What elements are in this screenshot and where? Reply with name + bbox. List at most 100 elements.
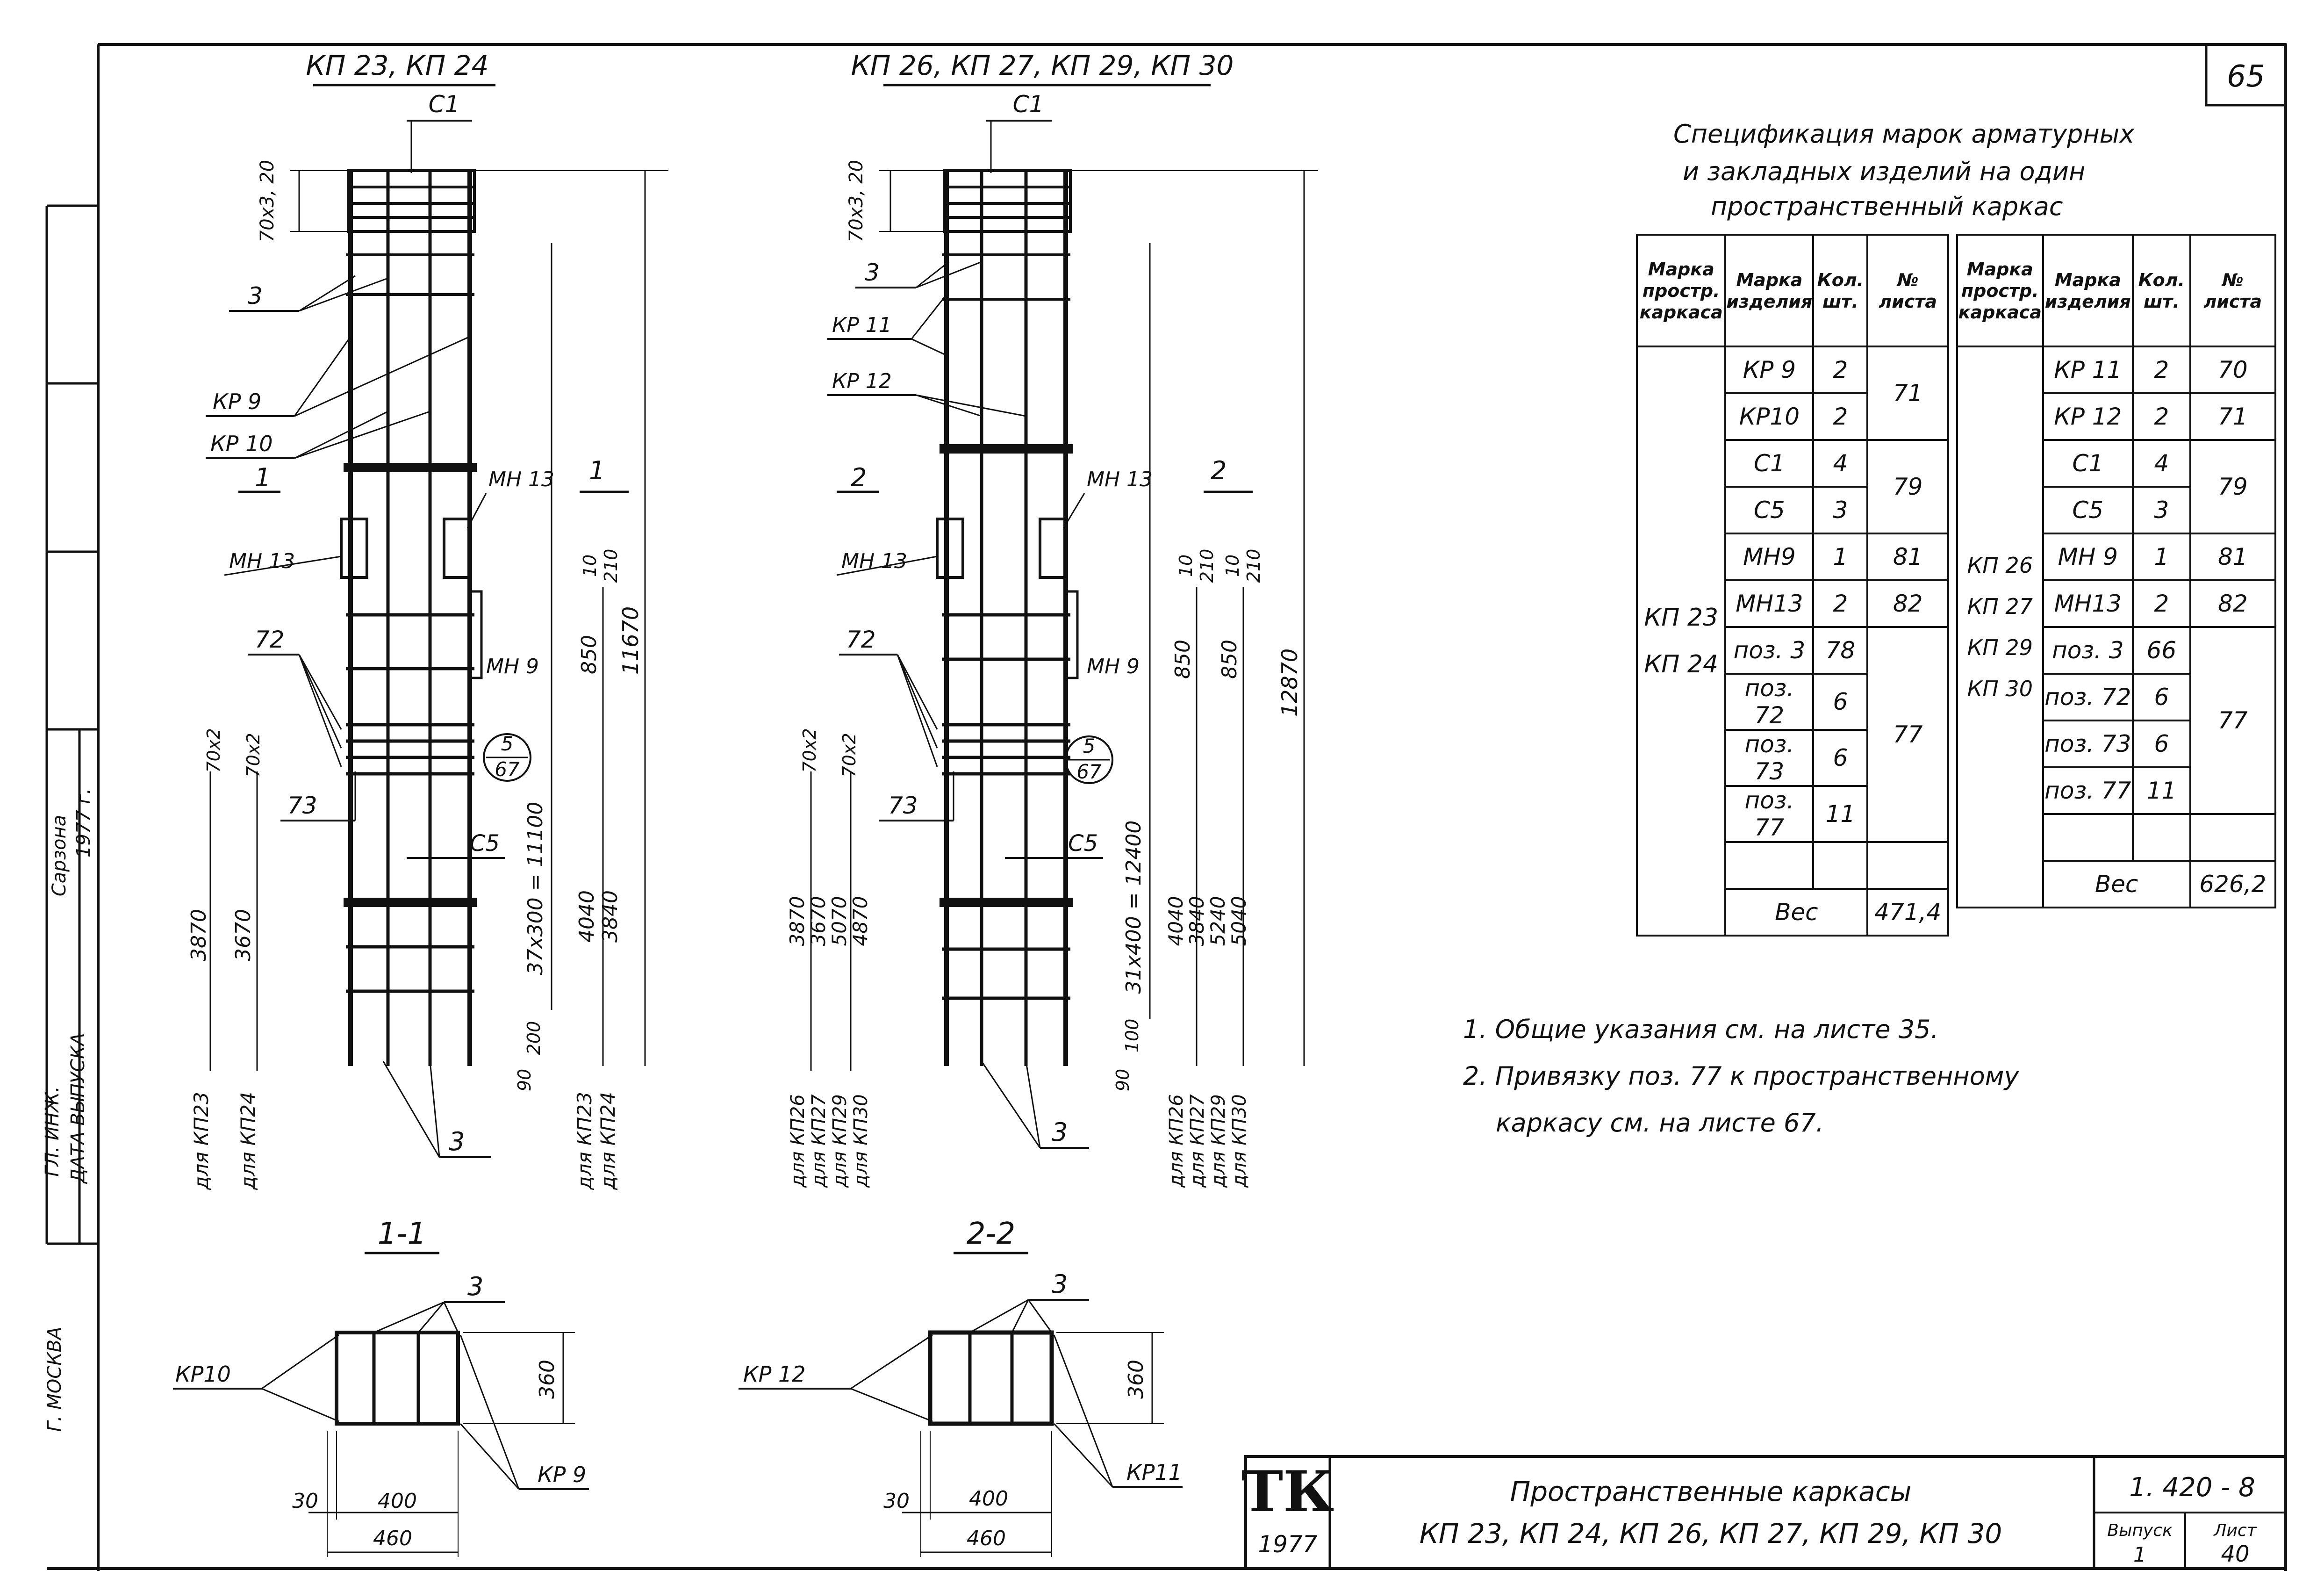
section-2-title: 2-2	[967, 1217, 1016, 1251]
right-dim-850b: 850	[1218, 640, 1241, 679]
spec-right-frame-mark: КП 30	[1967, 676, 2033, 701]
left-pos72-label: 72	[255, 626, 285, 653]
section-1-dim-360: 360	[535, 1360, 559, 1399]
spec-left-qty: 4	[1812, 439, 1869, 488]
spec-right-qty: 2	[2132, 346, 2191, 394]
section-2-pos3: 3	[1052, 1269, 1068, 1299]
right-dim-5070: 5070	[828, 896, 851, 946]
spec-left-sheet: 82	[1866, 579, 1949, 628]
section-2-kr11: КР11	[1126, 1460, 1182, 1485]
note-3: каркасу см. на листе 67.	[1496, 1108, 1824, 1138]
spec-left-qty: 2	[1812, 346, 1869, 394]
right-dim-4040: 4040	[1164, 896, 1187, 946]
spec-left-item: поз. 72	[1724, 673, 1815, 731]
spec-right-item: поз. 73	[2042, 720, 2134, 768]
spec-right-item: МН13	[2042, 579, 2134, 628]
section-1-dim-30: 30	[292, 1489, 318, 1513]
right-dim-5040: 5040	[1227, 896, 1250, 946]
spec-left-frame-mark: КП 23	[1644, 604, 1719, 632]
title-sheet: 40	[2221, 1541, 2249, 1567]
spec-right-item: поз. 3	[2042, 626, 2134, 675]
spec-left-header-qty: Кол. шт.	[1812, 234, 1869, 347]
title-sheet-label: Лист	[2213, 1521, 2257, 1540]
spec-left-sheet: 79	[1866, 439, 1949, 534]
title-line-2: КП 23, КП 24, КП 26, КП 27, КП 29, КП 30	[1420, 1518, 2002, 1549]
right-pos73-label: 73	[888, 792, 918, 819]
right-dim-top: 70х3, 20	[846, 160, 867, 242]
left-dim-210: 210	[601, 549, 621, 583]
left-mn13-right: МН 13	[488, 468, 554, 491]
right-dim-12870: 12870	[1277, 648, 1302, 717]
spec-right-header-frame: Марка простр. каркаса	[1956, 234, 2044, 347]
spec-title-line-3: пространственный каркас	[1711, 192, 2063, 221]
right-dim-10b: 10	[1222, 555, 1243, 577]
left-dim-3840: 3840	[598, 890, 622, 943]
right-dim-5240: 5240	[1206, 896, 1229, 946]
note-1: 1. Общие указания см. на листе 35.	[1463, 1015, 1939, 1044]
right-for-kp30-b: для КП30	[1229, 1094, 1250, 1188]
left-pos73-label: 73	[287, 792, 317, 819]
right-mn13-left: МН 13	[841, 549, 907, 573]
spec-left-qty: 6	[1812, 729, 1869, 787]
spec-left-item: поз. 3	[1724, 626, 1815, 675]
spec-left-qty: 1	[1812, 533, 1869, 581]
section-2-dim-460: 460	[967, 1527, 1006, 1550]
spec-left-qty: 2	[1812, 392, 1869, 441]
right-pos72-label: 72	[846, 626, 876, 653]
right-node-sheet: 67	[1076, 760, 1102, 783]
right-c1-label: С1	[1013, 91, 1044, 118]
left-c5-label: С5	[470, 830, 500, 857]
page-number: 65	[2227, 59, 2265, 94]
left-for-kp24-a: для КП24	[237, 1092, 259, 1190]
spec-left-frame-marks: КП 23 КП 24	[1635, 346, 1727, 937]
spec-right-sheet: 77	[2189, 626, 2277, 815]
spec-right-item: МН 9	[2042, 533, 2134, 581]
left-dim-11670: 11670	[618, 606, 643, 675]
right-for-kp26-a: для КП26	[787, 1094, 809, 1188]
left-pos3-bottom: 3	[449, 1127, 465, 1156]
spec-left-qty: 11	[1812, 785, 1869, 843]
spec-right-sheet: 81	[2189, 533, 2277, 581]
left-section-mark-b: 1	[589, 456, 605, 485]
spec-left-empty	[1724, 841, 1815, 890]
right-dim-4870: 4870	[849, 896, 872, 946]
right-dim-31x400: 31х400 = 12400	[1122, 821, 1146, 994]
right-for-kp30-a: для КП30	[850, 1094, 872, 1188]
spec-right-qty: 1	[2132, 533, 2191, 581]
spec-right-qty: 11	[2132, 766, 2191, 815]
spec-right-frame-mark: КП 29	[1967, 635, 2033, 660]
spec-title-line-1: Спецификация марок арматурных	[1673, 119, 2135, 149]
right-dim-70x2a: 70х2	[799, 728, 820, 772]
section-1-dim-400: 400	[378, 1489, 417, 1513]
spec-right-sheet: 71	[2189, 392, 2277, 441]
right-dim-100: 100	[1122, 1019, 1142, 1053]
right-for-kp27-b: для КП27	[1187, 1094, 1208, 1188]
title-line-1: Пространственные каркасы	[1510, 1476, 1912, 1507]
left-pos3-top: 3	[248, 282, 263, 310]
left-frame-drawing: КП 23, КП 24 С1	[187, 50, 668, 1190]
right-pos3-top: 3	[865, 259, 880, 286]
spec-right-header-sheet: № листа	[2189, 234, 2277, 347]
spec-right-frame-mark: КП 27	[1967, 594, 2033, 619]
right-for-kp29-a: для КП29	[829, 1094, 851, 1188]
left-dim-10: 10	[580, 555, 600, 577]
spec-right-empty	[2132, 813, 2191, 862]
right-dim-3870: 3870	[786, 896, 809, 946]
spec-right-sheet: 82	[2189, 579, 2277, 628]
title-issue-label: Выпуск	[2107, 1521, 2173, 1540]
right-dim-90: 90	[1112, 1069, 1133, 1091]
spec-right-qty: 2	[2132, 392, 2191, 441]
note-2: 2. Привязку поз. 77 к пространственному	[1463, 1061, 2019, 1091]
right-section-mark-b: 2	[1211, 456, 1227, 485]
right-mn9-label: МН 9	[1087, 655, 1140, 678]
spec-right-qty: 2	[2132, 579, 2191, 628]
spec-right-frame-marks: КП 26 КП 27 КП 29 КП 30	[1956, 346, 2044, 908]
right-kr11-label: КР 11	[832, 313, 892, 337]
spec-right-sheet: 70	[2189, 346, 2277, 394]
left-for-kp23-b: для КП23	[573, 1092, 596, 1190]
spec-left-sheet: 71	[1866, 346, 1949, 441]
left-dim-3870: 3870	[187, 909, 211, 961]
right-dim-10a: 10	[1176, 555, 1196, 577]
spec-left-item: поз. 77	[1724, 785, 1815, 843]
spec-right-item: С1	[2042, 439, 2134, 488]
